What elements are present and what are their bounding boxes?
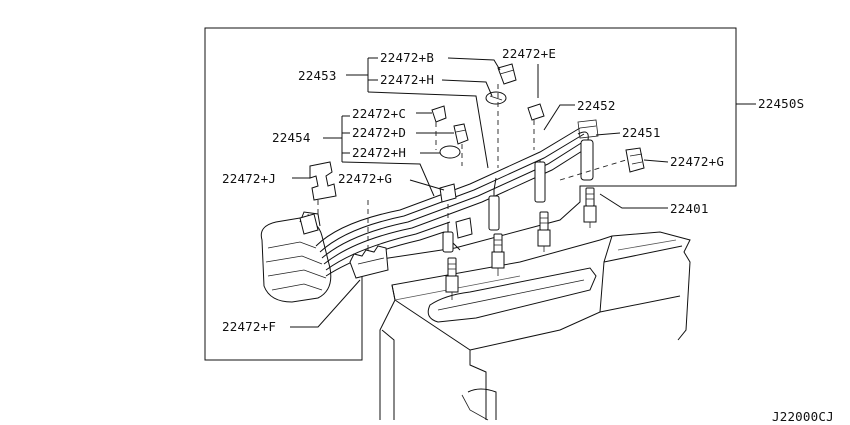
label-22472d: 22472+D xyxy=(352,125,406,140)
label-22401: 22401 xyxy=(670,201,709,216)
label-22452: 22452 xyxy=(577,98,616,113)
label-22472g-right: 22472+G xyxy=(670,154,724,169)
label-22454: 22454 xyxy=(272,130,311,145)
label-22472e: 22472+E xyxy=(502,46,556,61)
engine-block xyxy=(379,231,691,421)
part-labels: 22472+B 22472+E 22453 22472+H 22452 2245… xyxy=(222,46,834,424)
label-22451: 22451 xyxy=(622,125,661,140)
plug-boots xyxy=(442,119,599,253)
wire-clamps xyxy=(299,63,645,279)
label-22472j: 22472+J xyxy=(222,171,276,186)
leader-lines xyxy=(290,57,756,328)
label-22472b: 22472+B xyxy=(380,50,434,65)
diagram-code: J22000CJ xyxy=(772,409,834,424)
label-22472c: 22472+C xyxy=(352,106,406,121)
label-22472h-top: 22472+H xyxy=(380,72,434,87)
spark-plugs xyxy=(445,187,597,300)
dashed-guides xyxy=(317,84,627,252)
assembly-frame xyxy=(204,27,737,361)
label-22472g-left: 22472+G xyxy=(338,171,392,186)
label-22450s: 22450S xyxy=(758,96,804,111)
label-22472f: 22472+F xyxy=(222,319,276,334)
distributor-cap xyxy=(260,211,332,303)
label-22472h-mid: 22472+H xyxy=(352,145,406,160)
label-22453: 22453 xyxy=(298,68,337,83)
